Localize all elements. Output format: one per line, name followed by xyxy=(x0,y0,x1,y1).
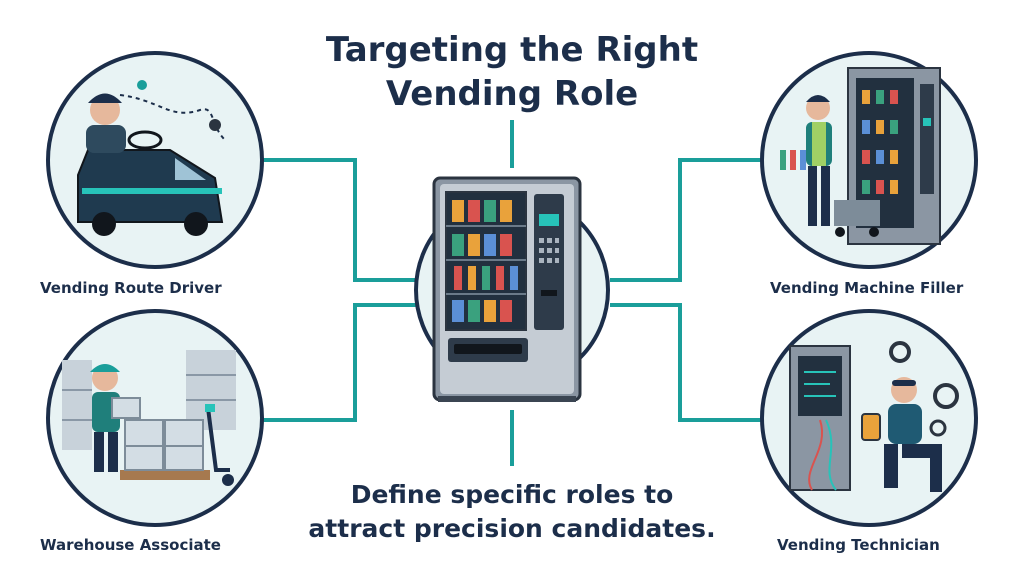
tagline-line-1: Define specific roles to xyxy=(350,480,674,509)
label-technician: Vending Technician xyxy=(777,536,940,554)
label-warehouse-associate: Warehouse Associate xyxy=(40,536,221,554)
title-line-1: Targeting the Right xyxy=(325,30,699,70)
connector-driver xyxy=(262,158,420,282)
label-machine-filler: Vending Machine Filler xyxy=(770,279,964,297)
title-line-2: Vending Role xyxy=(385,74,639,114)
warehouse-illustration xyxy=(46,309,264,527)
technician-illustration xyxy=(760,309,978,527)
tagline-line-2: attract precision candidates. xyxy=(308,514,716,543)
connector-warehouse xyxy=(262,303,420,422)
connector-lines xyxy=(262,120,762,466)
page-title: Targeting the Right Vending Role xyxy=(262,28,762,116)
filler-illustration xyxy=(760,51,978,269)
vending-machine-illustration xyxy=(432,176,582,402)
connector-filler xyxy=(610,158,762,282)
label-route-driver: Vending Route Driver xyxy=(40,279,222,297)
connector-technician xyxy=(610,303,762,422)
tagline: Define specific roles to attract precisi… xyxy=(252,478,772,546)
driver-illustration xyxy=(46,51,264,269)
